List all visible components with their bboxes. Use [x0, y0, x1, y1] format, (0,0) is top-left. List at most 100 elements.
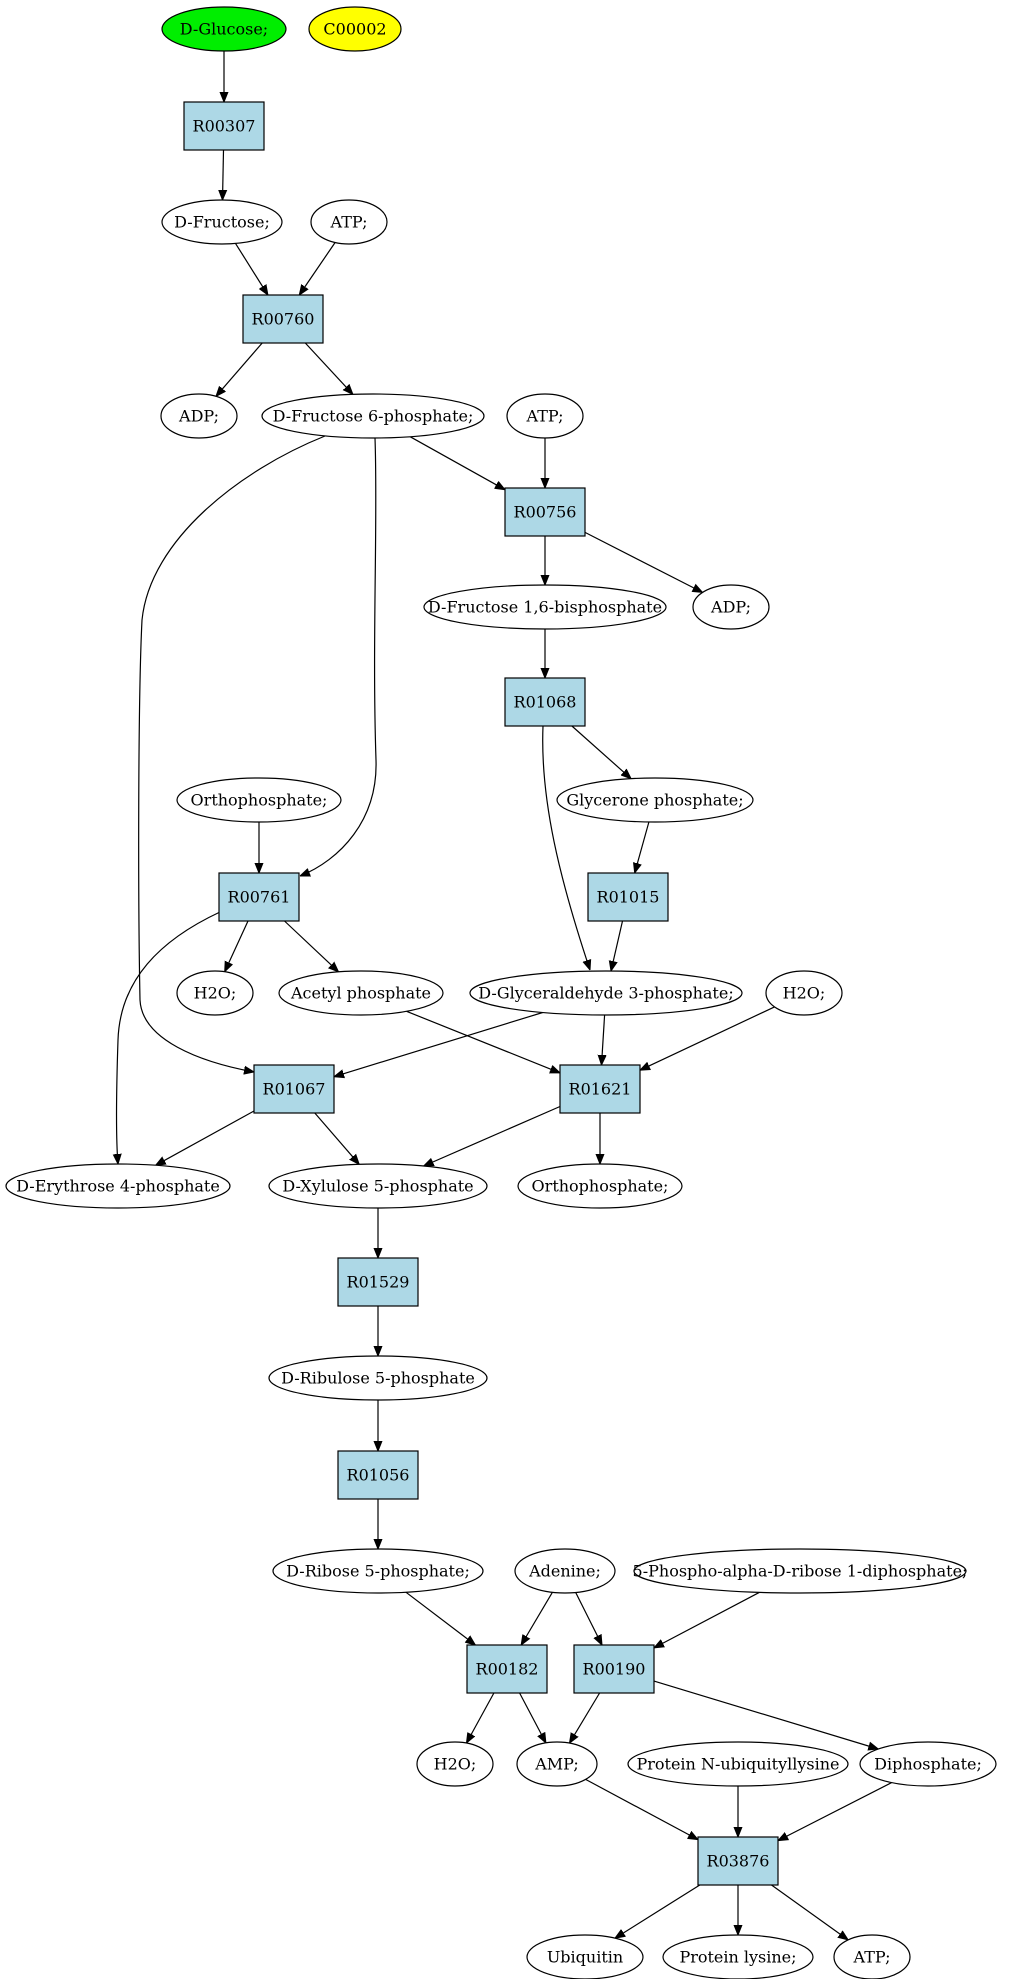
reaction-box — [218, 872, 300, 922]
node-label: H2O; — [434, 1755, 477, 1774]
edge-h2o2-to-r01621 — [640, 1006, 775, 1070]
reaction-node-r00760[interactable]: R00760 — [242, 294, 324, 344]
edge-f6p-to-r00761 — [300, 437, 377, 877]
compound-node-fbp[interactable]: D-Fructose 1,6-bisphosphate — [423, 584, 667, 630]
edge-r5p-to-r00182 — [405, 1591, 476, 1645]
compound-node-prpp[interactable]: 5-Phospho-alpha-D-ribose 1-diphosphate; — [633, 1548, 968, 1594]
compound-node-c00002[interactable]: C00002 — [308, 6, 402, 52]
edge-g3p-to-r01067 — [334, 1011, 543, 1077]
compound-node-ubiquitin[interactable]: Ubiquitin — [526, 1934, 644, 1979]
compound-ellipse — [859, 1741, 997, 1787]
reaction-node-r01067[interactable]: R01067 — [253, 1064, 335, 1114]
compound-node-r5p[interactable]: D-Ribose 5-phosphate; — [272, 1548, 484, 1594]
reaction-node-r01056[interactable]: R01056 — [337, 1450, 419, 1500]
compound-node-ortho2[interactable]: Orthophosphate; — [517, 1163, 683, 1209]
compound-ellipse — [516, 1741, 598, 1787]
reaction-box — [337, 1257, 419, 1307]
compound-ellipse — [506, 393, 584, 439]
node-label: R01015 — [597, 888, 660, 907]
compound-node-atp2[interactable]: ATP; — [506, 393, 584, 439]
node-label: Orthophosphate; — [532, 1177, 669, 1196]
edges-layer — [117, 51, 892, 1940]
reaction-box — [183, 101, 265, 151]
node-label: C00002 — [323, 20, 386, 39]
reaction-box — [559, 1064, 641, 1114]
compound-node-adp2[interactable]: ADP; — [692, 584, 770, 630]
compound-node-ru5p[interactable]: D-Ribulose 5-phosphate — [268, 1355, 488, 1401]
compound-ellipse — [556, 777, 754, 823]
node-label: AMP; — [534, 1755, 579, 1774]
node-label: Protein N-ubiquityllysine — [636, 1755, 839, 1774]
reaction-node-r00307[interactable]: R00307 — [183, 101, 265, 151]
compound-ellipse — [261, 393, 485, 439]
compound-node-acp[interactable]: Acetyl phosphate — [278, 970, 444, 1016]
compound-ellipse — [514, 1548, 616, 1594]
compound-node-ortho1[interactable]: Orthophosphate; — [176, 777, 342, 823]
edge-r00761-to-acp — [284, 920, 339, 972]
compound-node-amp[interactable]: AMP; — [516, 1741, 598, 1787]
compound-ellipse — [310, 199, 388, 245]
edge-r01068-to-g3p — [542, 725, 590, 970]
compound-node-adenine[interactable]: Adenine; — [514, 1548, 616, 1594]
edge-r03876-to-atp3 — [771, 1884, 849, 1940]
reaction-node-r03876[interactable]: R03876 — [697, 1836, 779, 1886]
compound-node-h2o3[interactable]: H2O; — [416, 1741, 494, 1787]
reaction-node-r00190[interactable]: R00190 — [573, 1644, 655, 1694]
compound-node-h2o1[interactable]: H2O; — [176, 970, 254, 1016]
node-label: D-Glucose; — [180, 20, 268, 39]
compound-node-atp1[interactable]: ATP; — [310, 199, 388, 245]
reaction-node-r01621[interactable]: R01621 — [559, 1064, 641, 1114]
reaction-box — [587, 872, 669, 922]
compound-node-glucose[interactable]: D-Glucose; — [161, 6, 287, 52]
edge-amp-to-r03876 — [585, 1778, 698, 1839]
compound-node-adp1[interactable]: ADP; — [160, 393, 238, 439]
node-label: H2O; — [194, 984, 237, 1003]
compound-node-x5p[interactable]: D-Xylulose 5-phosphate — [268, 1163, 488, 1209]
reaction-node-r01068[interactable]: R01068 — [504, 677, 586, 727]
node-label: ADP; — [178, 407, 219, 426]
compound-node-h2o2[interactable]: H2O; — [765, 970, 843, 1016]
reaction-node-r01529[interactable]: R01529 — [337, 1257, 419, 1307]
compound-ellipse — [5, 1163, 231, 1209]
compound-node-dhap[interactable]: Glycerone phosphate; — [556, 777, 754, 823]
compound-node-g3p[interactable]: D-Glyceraldehyde 3-phosphate; — [469, 970, 743, 1016]
compound-node-plys[interactable]: Protein lysine; — [662, 1934, 814, 1979]
edge-prpp-to-r00190 — [654, 1591, 760, 1648]
node-label: D-Ribose 5-phosphate; — [286, 1562, 470, 1581]
compound-ellipse — [308, 6, 402, 52]
edge-ppi-to-r03876 — [778, 1782, 892, 1841]
node-label: H2O; — [783, 984, 826, 1003]
compound-node-f6p[interactable]: D-Fructose 6-phosphate; — [261, 393, 485, 439]
reaction-box — [253, 1064, 335, 1114]
reaction-node-r01015[interactable]: R01015 — [587, 872, 669, 922]
node-label: Protein lysine; — [679, 1948, 796, 1967]
reaction-node-r00756[interactable]: R00756 — [504, 487, 586, 537]
edge-r00307-to-fructose — [223, 149, 224, 200]
edge-adenine-to-r00182 — [521, 1591, 553, 1645]
compound-node-ppi[interactable]: Diphosphate; — [859, 1741, 997, 1787]
edge-r01068-to-dhap — [571, 725, 631, 779]
node-label: D-Fructose; — [174, 213, 270, 232]
compound-ellipse — [278, 970, 444, 1016]
node-label: ADP; — [710, 598, 751, 617]
edge-r00756-to-adp2 — [584, 531, 703, 592]
node-label: D-Glyceraldehyde 3-phosphate; — [478, 984, 733, 1003]
node-label: D-Fructose 1,6-bisphosphate — [428, 598, 662, 617]
compound-node-fructose[interactable]: D-Fructose; — [161, 199, 283, 245]
compound-node-atp3[interactable]: ATP; — [833, 1934, 911, 1979]
compound-node-pnul[interactable]: Protein N-ubiquityllysine — [627, 1741, 849, 1787]
node-label: Acetyl phosphate — [290, 984, 431, 1003]
edge-r03876-to-ubiquitin — [615, 1884, 701, 1938]
node-label: R01056 — [347, 1466, 410, 1485]
reaction-node-r00182[interactable]: R00182 — [466, 1644, 548, 1694]
node-label: R00760 — [252, 310, 315, 329]
compound-ellipse — [268, 1355, 488, 1401]
compound-node-e4p[interactable]: D-Erythrose 4-phosphate — [5, 1163, 231, 1209]
node-label: R00307 — [193, 117, 256, 136]
edge-f6p-to-r01067 — [138, 435, 326, 1072]
edge-g3p-to-r01621 — [602, 1014, 605, 1065]
reaction-node-r00761[interactable]: R00761 — [218, 872, 300, 922]
compound-ellipse — [469, 970, 743, 1016]
node-label: R00761 — [228, 888, 291, 907]
